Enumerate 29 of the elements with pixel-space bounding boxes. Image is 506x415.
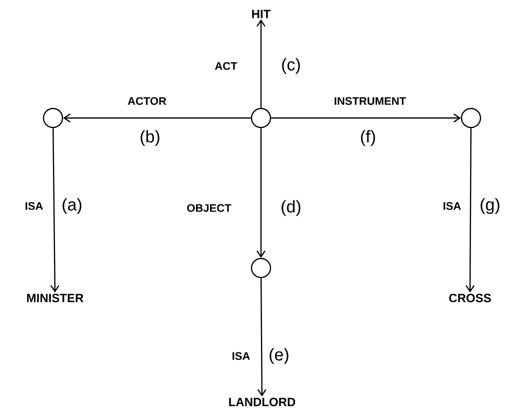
relation-letter: (d) <box>282 200 300 216</box>
node-circle <box>460 108 482 128</box>
relation-letter: (e) <box>270 348 288 364</box>
concept-label: HIT <box>252 10 271 18</box>
edge-label: ISA <box>230 351 252 361</box>
node-circle <box>250 108 272 128</box>
concept-label: CROSS <box>449 294 491 302</box>
arrow <box>256 19 266 108</box>
relation-letter: (f) <box>361 130 375 146</box>
concept-label: LANDLORD <box>229 398 296 406</box>
arrow <box>256 128 266 258</box>
arrow <box>257 278 266 397</box>
edge-label: ISA <box>24 201 44 211</box>
arrow <box>271 114 461 122</box>
arrow <box>50 128 60 293</box>
relation-letter: (b) <box>140 130 160 146</box>
relation-letter: (g) <box>480 198 500 214</box>
relation-letter: (a) <box>62 198 82 214</box>
concept-label: MINISTER <box>27 294 84 302</box>
edge-label: ACTOR <box>126 96 168 106</box>
arrow <box>63 114 251 122</box>
arrow <box>466 128 475 293</box>
node-circle <box>250 258 272 278</box>
edge-label: ACT <box>214 61 238 71</box>
node-circle <box>42 108 64 128</box>
edge-label: ISA <box>442 201 462 211</box>
relation-letter: (c) <box>282 58 300 74</box>
edge-label: OBJECT <box>186 203 232 213</box>
edge-label: INSTRUMENT <box>332 96 408 106</box>
